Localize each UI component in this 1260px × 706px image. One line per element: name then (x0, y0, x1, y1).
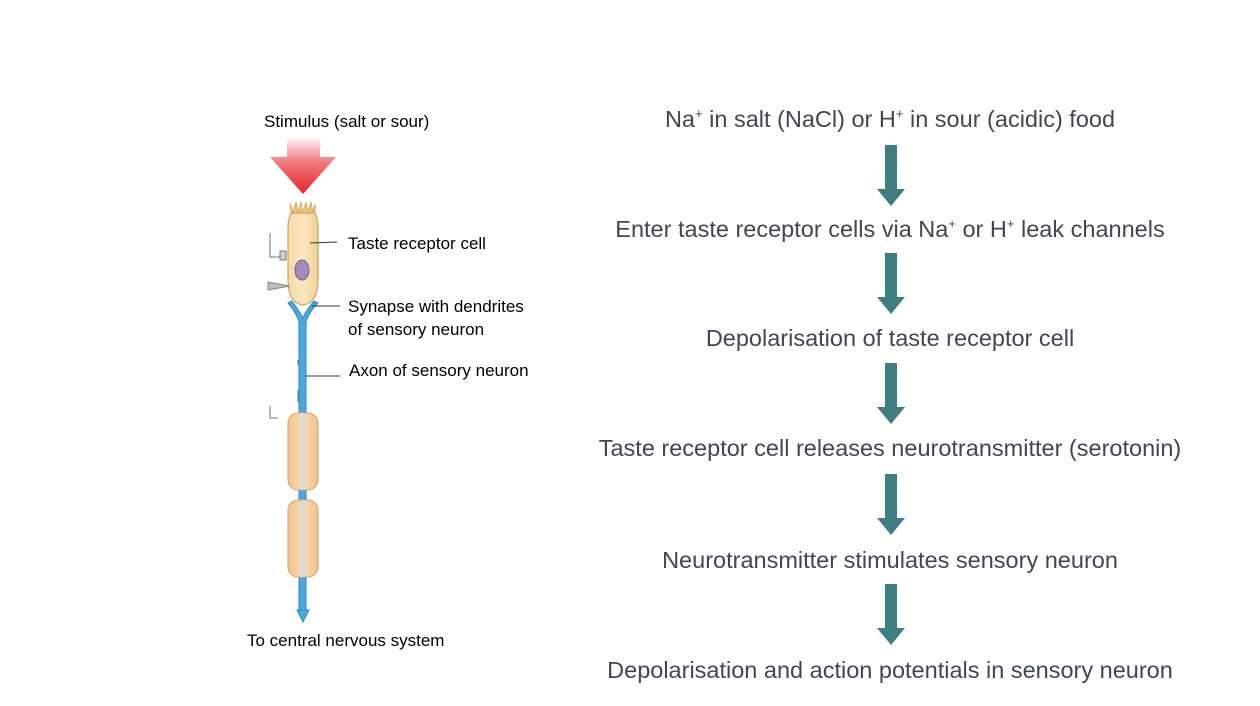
taste-receptor-cell (287, 201, 319, 306)
synapse-label-line1: Synapse with dendrites (348, 297, 524, 316)
sensory-neuron (287, 300, 319, 624)
axon-label: Axon of sensory neuron (349, 361, 529, 380)
flow-arrow-down-icon (877, 363, 905, 424)
flow-arrow-down-icon (877, 253, 905, 314)
superscript-charge: + (1006, 216, 1015, 231)
superscript-charge: + (895, 106, 904, 121)
nucleus (294, 259, 310, 281)
cns-label: To central nervous system (247, 631, 445, 650)
stimulus-arrow (270, 136, 336, 194)
superscript-charge: + (695, 106, 703, 121)
flow-step-3: Depolarisation of taste receptor cell (705, 325, 1075, 351)
receptor-label: Taste receptor cell (348, 234, 486, 253)
flow-step-6: Depolarisation and action potentials in … (607, 657, 1173, 683)
synapse-label-line2: of sensory neuron (348, 320, 485, 339)
flow-step-2: Enter taste receptor cells via Na+ or H+… (615, 216, 1165, 242)
side-marks (267, 233, 299, 419)
superscript-charge: + (948, 216, 956, 231)
flow-step-1: Na+ in salt (NaCl) or H+ in sour (acidic… (664, 106, 1116, 132)
stimulus-label: Stimulus (salt or sour) (264, 112, 430, 131)
flow-step-4: Taste receptor cell releases neurotransm… (598, 435, 1182, 461)
flow-arrow-down-icon (877, 584, 905, 645)
flow-arrow-down-icon (877, 474, 905, 535)
flow-step-5: Neurotransmitter stimulates sensory neur… (662, 547, 1118, 573)
flow-arrow-down-icon (877, 145, 905, 206)
leader-lines (305, 241, 340, 377)
